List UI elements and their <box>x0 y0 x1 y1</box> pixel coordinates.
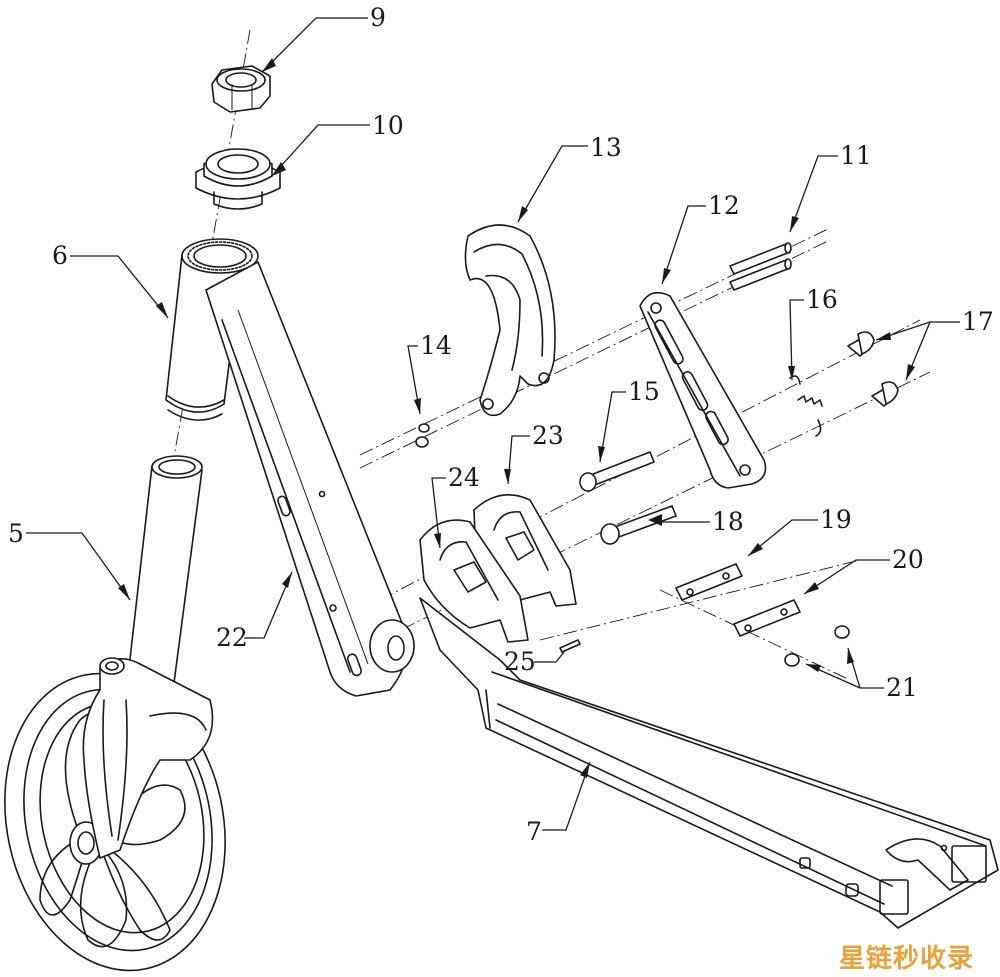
callout-18: 18 <box>712 507 744 536</box>
callout-22: 22 <box>216 623 248 652</box>
callout-6: 6 <box>52 241 68 270</box>
callout-13: 13 <box>590 133 622 162</box>
callout-23: 23 <box>532 421 564 450</box>
screws-part-21 <box>784 625 850 667</box>
watermark: 星链秒收录 <box>838 944 974 974</box>
handle-part-13 <box>464 224 556 417</box>
callout-17: 17 <box>962 307 994 336</box>
callout-20: 20 <box>892 545 924 574</box>
callout-21: 21 <box>886 673 918 702</box>
link-plate-part-12 <box>639 291 767 489</box>
callout-9: 9 <box>370 3 386 32</box>
front-wheel-fork-part-5 <box>4 455 226 972</box>
callout-5: 5 <box>8 519 24 548</box>
callout-16: 16 <box>806 285 838 314</box>
leader-lines <box>26 17 960 831</box>
callout-24: 24 <box>448 463 480 492</box>
bolts-part-17 <box>847 331 899 407</box>
lock-nut-part-9 <box>211 65 271 113</box>
washer-part-14 <box>415 423 430 448</box>
callout-10: 10 <box>372 111 404 140</box>
bearing-cup-part-10 <box>195 148 281 210</box>
callout-19: 19 <box>820 505 852 534</box>
plates-part-19-20 <box>675 563 801 637</box>
callout-7: 7 <box>526 817 542 846</box>
frame-part-6-22 <box>165 238 415 697</box>
folding-brackets-part-23-24 <box>419 494 577 643</box>
callout-labels: 9 10 13 11 12 6 16 17 14 15 23 24 19 18 … <box>8 3 994 846</box>
callout-11: 11 <box>840 141 872 170</box>
pins-part-11 <box>729 242 792 291</box>
pin-part-25 <box>559 639 581 653</box>
axle-bolts-part-15-18 <box>579 451 677 545</box>
callout-12: 12 <box>708 191 740 220</box>
callout-25: 25 <box>504 647 536 676</box>
deck-part-7 <box>419 597 999 929</box>
callout-15: 15 <box>628 377 660 406</box>
callout-14: 14 <box>420 331 452 360</box>
